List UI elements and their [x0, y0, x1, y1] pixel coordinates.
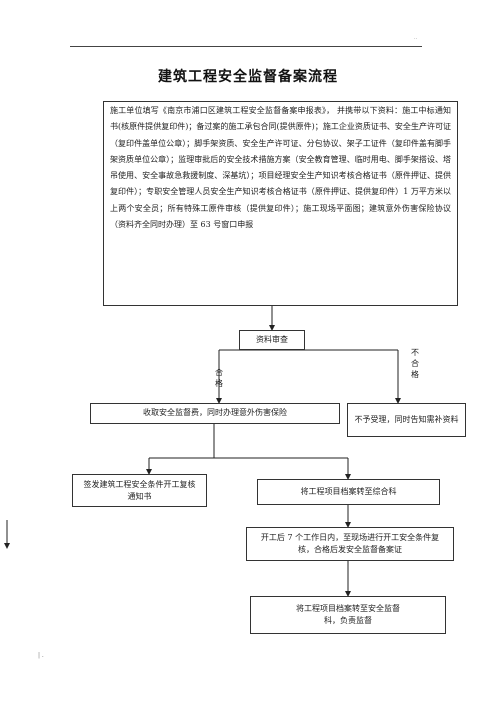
issue-notice-box: 签发建筑工程安全条件开工复核通知书: [72, 474, 207, 507]
transfer-safety-text: 将工程项目档案转至安全监督科，负责监督: [296, 604, 400, 625]
application-box: 施工单位填写《南京市浦口区建筑工程安全监督备案申报表》， 并携带以下资料：施工中…: [103, 101, 458, 306]
page-title: 建筑工程安全监督备案流程: [158, 69, 338, 85]
site-check-text: 开工后 7 个工作日内，至现场进行开工安全条件复核，合格后发安全监督备案证: [260, 533, 440, 554]
collect-fee-box: 收取安全监督费，同时办理意外伤害保险: [90, 403, 340, 424]
issue-notice-text: 签发建筑工程安全条件开工复核通知书: [83, 479, 196, 501]
review-text: 资料审查: [256, 334, 288, 344]
header-rule: [70, 46, 422, 47]
pass-label: 合格: [215, 368, 223, 388]
reject-text: 不予受理，同时告知需补资料: [354, 415, 459, 424]
collect-fee-text: 收取安全监督费，同时办理意外伤害保险: [143, 408, 287, 418]
reject-box: 不予受理，同时告知需补资料: [347, 403, 466, 437]
fail-label: 不合格: [411, 348, 419, 379]
site-check-box: 开工后 7 个工作日内，至现场进行开工安全条件复核，合格后发安全监督备案证: [246, 527, 454, 561]
transfer-general-text: 将工程项目档案转至综合科: [300, 486, 397, 496]
review-box: 资料审查: [239, 330, 305, 350]
header-mark: ··: [414, 36, 418, 42]
transfer-general-box: 将工程项目档案转至综合科: [257, 479, 440, 505]
application-text: 施工单位填写《南京市浦口区建筑工程安全监督备案申报表》， 并携带以下资料：施工中…: [110, 106, 451, 230]
transfer-safety-box: 将工程项目档案转至安全监督科，负责监督: [250, 596, 446, 634]
footer-mark: | .: [38, 652, 44, 659]
